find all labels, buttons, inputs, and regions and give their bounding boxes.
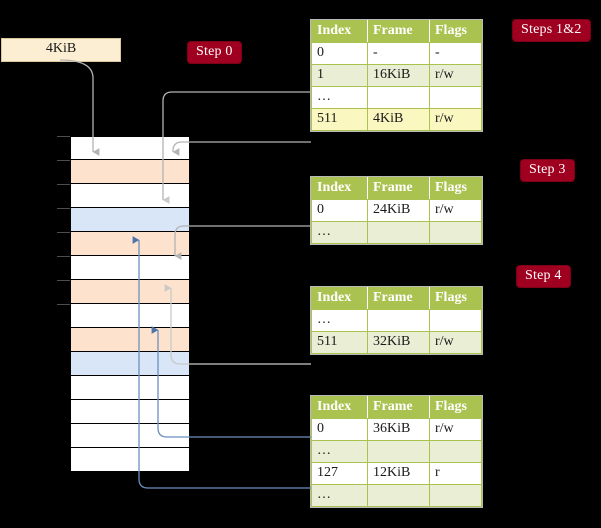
table-row: … (311, 440, 482, 463)
cell-frame: 32KiB (367, 331, 430, 354)
cell-flags: r/w (429, 108, 482, 131)
memory-tick (57, 160, 71, 161)
virtual-page-block: 4KiB (1, 38, 121, 62)
cell-frame: 4KiB (367, 108, 430, 131)
badge-steps-1-2: Steps 1&2 (513, 20, 590, 41)
column-header-frame: Frame (367, 287, 430, 310)
memory-frame-row (70, 136, 190, 160)
cell-frame (367, 484, 430, 507)
cell-index: … (311, 484, 368, 507)
cell-frame (367, 86, 430, 109)
cell-index: … (311, 86, 368, 109)
cell-index: 0 (311, 199, 368, 222)
cell-flags (429, 309, 482, 332)
memory-tick (57, 232, 71, 233)
column-header-index: Index (311, 287, 368, 310)
wire-l1-0-to-memory (174, 225, 311, 260)
cell-flags: r/w (429, 418, 482, 441)
column-header-flags: Flags (429, 287, 482, 310)
memory-frame-row (70, 208, 190, 232)
cell-index: … (311, 221, 368, 244)
cell-frame: 12KiB (367, 462, 430, 485)
cell-frame: 24KiB (367, 199, 430, 222)
cell-index: … (311, 440, 368, 463)
memory-tick (57, 184, 71, 185)
memory-tick (57, 208, 71, 209)
cell-frame: 36KiB (367, 418, 430, 441)
cell-frame (367, 221, 430, 244)
cell-index: 127 (311, 462, 368, 485)
column-header-frame: Frame (367, 396, 430, 419)
cell-frame (367, 309, 430, 332)
cell-flags (429, 86, 482, 109)
cell-flags (429, 484, 482, 507)
badge-step-0: Step 0 (188, 42, 241, 63)
column-header-index: Index (311, 20, 368, 43)
cell-flags: r/w (429, 199, 482, 222)
cell-flags: r/w (429, 331, 482, 354)
badge-step-3: Step 3 (521, 160, 574, 181)
cell-flags: r/w (429, 64, 482, 87)
memory-frame-row (70, 352, 190, 376)
cell-flags (429, 221, 482, 244)
cell-flags: - (429, 42, 482, 65)
column-header-flags: Flags (429, 177, 482, 200)
table-row: … (311, 86, 482, 109)
cell-frame (367, 440, 430, 463)
column-header-index: Index (311, 177, 368, 200)
cell-index: 0 (311, 418, 368, 441)
cell-flags (429, 440, 482, 463)
memory-frame-row (70, 424, 190, 448)
memory-frame-row (70, 448, 190, 472)
wire-l2-511-to-memory (164, 284, 311, 365)
memory-frame-row (70, 160, 190, 184)
memory-tick (57, 136, 71, 137)
memory-frame-row (70, 184, 190, 208)
memory-frame-row (70, 304, 190, 328)
memory-frame-row (70, 232, 190, 256)
cell-index: … (311, 309, 368, 332)
cell-index: 1 (311, 64, 368, 87)
physical-memory-column (70, 136, 190, 472)
memory-frame-row (70, 328, 190, 352)
table-row: … (311, 221, 482, 244)
cell-index: 511 (311, 108, 368, 131)
memory-frame-row (70, 280, 190, 304)
cell-frame: - (367, 42, 430, 65)
wire-l0-511-to-memory (172, 141, 311, 156)
column-header-frame: Frame (367, 177, 430, 200)
cell-index: 0 (311, 42, 368, 65)
memory-frame-row (70, 400, 190, 424)
column-header-flags: Flags (429, 20, 482, 43)
table-row: 0-- (311, 42, 482, 65)
memory-frame-row (70, 376, 190, 400)
table-row: … (311, 309, 482, 332)
cell-index: 511 (311, 331, 368, 354)
column-header-flags: Flags (429, 396, 482, 419)
column-header-index: Index (311, 396, 368, 419)
memory-frame-row (70, 256, 190, 280)
table-row: … (311, 484, 482, 507)
cell-flags: r (429, 462, 482, 485)
column-header-frame: Frame (367, 20, 430, 43)
memory-tick (57, 304, 71, 305)
memory-tick (57, 280, 71, 281)
badge-step-4: Step 4 (517, 266, 570, 287)
cell-frame: 16KiB (367, 64, 430, 87)
memory-tick (57, 256, 71, 257)
